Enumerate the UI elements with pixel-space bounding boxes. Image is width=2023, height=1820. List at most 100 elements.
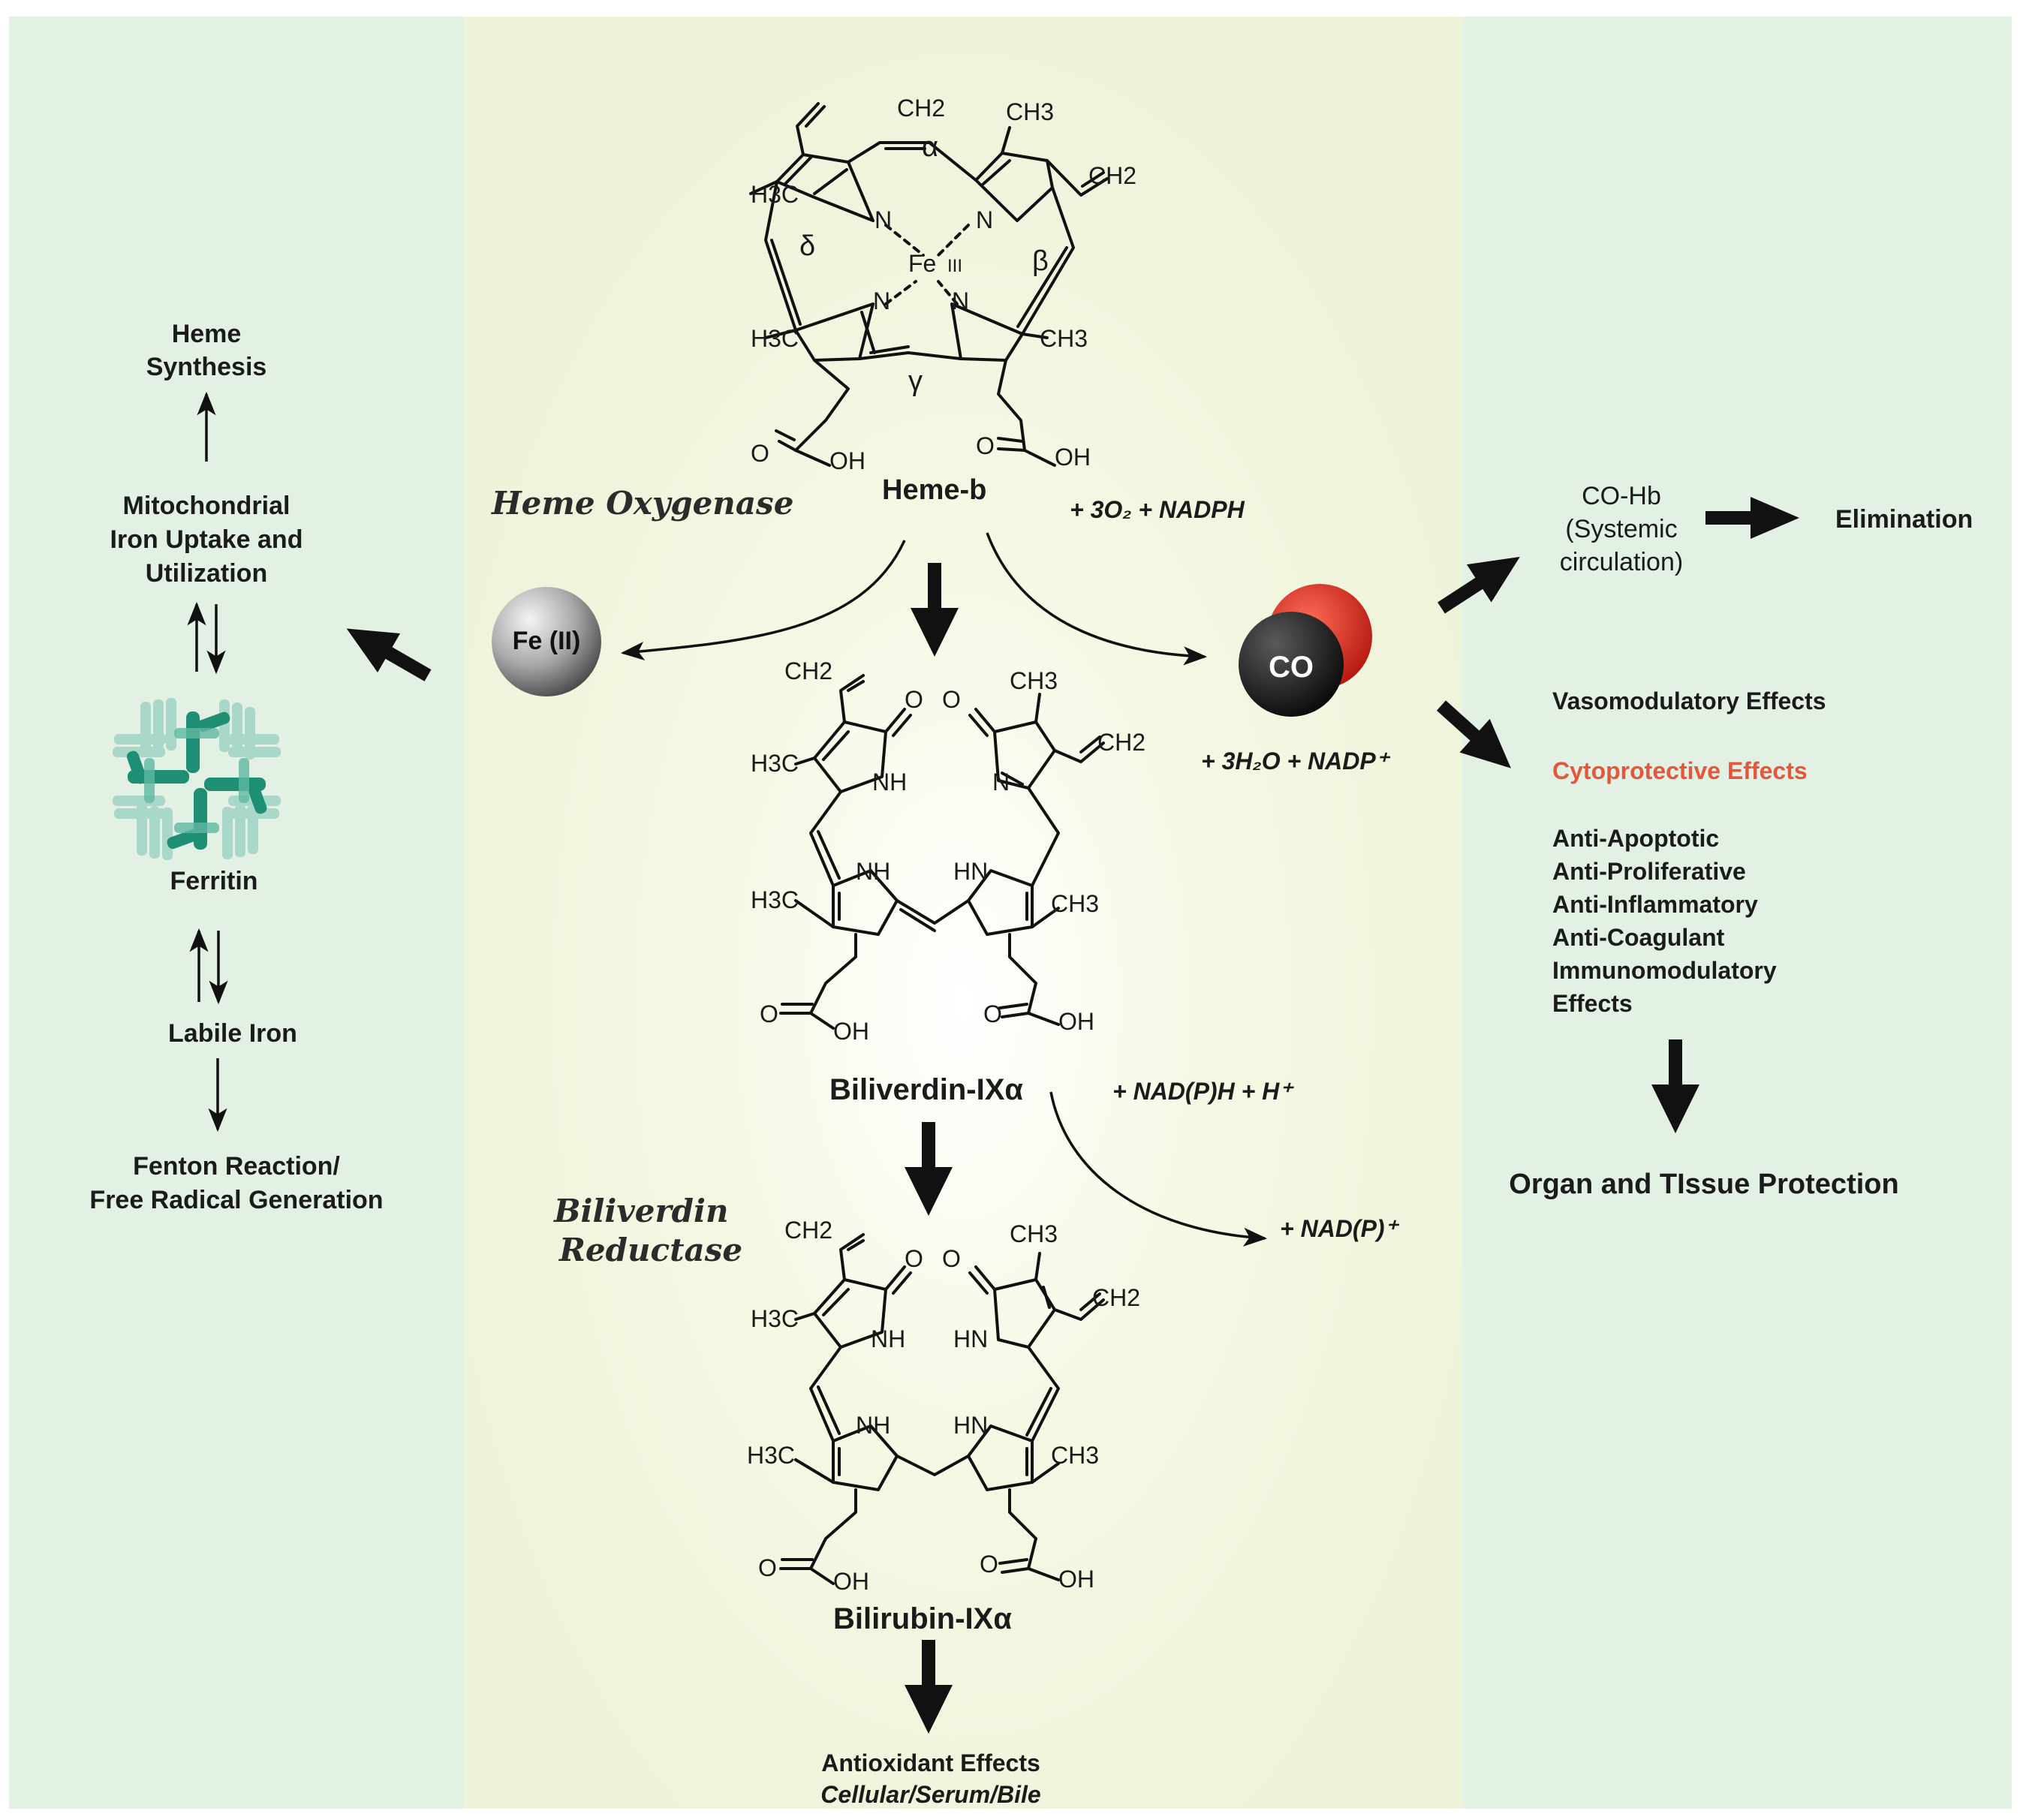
heme-oh-left: OH — [829, 447, 865, 474]
br-ch3-bot: CH3 — [1051, 1442, 1099, 1469]
bilirubin-label: Bilirubin-IXα — [833, 1602, 1012, 1635]
br-nh-top: NH — [871, 1325, 905, 1352]
bv-nh-top: NH — [872, 769, 907, 796]
fe-ii-label: Fe (II) — [513, 627, 581, 655]
biliverdin-label: Biliverdin-IXα — [829, 1073, 1023, 1106]
heme-synthesis-label: Heme — [172, 320, 242, 348]
heme-fe-ox: III — [947, 256, 962, 276]
products-co: + 3H₂O + NADP⁺ — [1201, 748, 1391, 775]
br-oh-left: OH — [833, 1568, 869, 1595]
arrow-to-nadp — [1049, 1091, 1268, 1247]
bv-o-acid-left: O — [760, 1000, 778, 1027]
heme-ch3-top: CH3 — [1006, 98, 1054, 125]
br-hn-bot: HN — [953, 1412, 988, 1439]
elimination-label: Elimination — [1835, 505, 1973, 534]
products-mid: + NAD(P)⁺ — [1280, 1215, 1400, 1242]
br-o-left: O — [905, 1245, 923, 1272]
reagents-mid: + NAD(P)H + H⁺ — [1112, 1078, 1294, 1105]
effect-anti-inflammatory: Anti-Inflammatory — [1552, 891, 1758, 918]
bv-o-acid-right: O — [983, 1000, 1002, 1027]
heme-b-structure: CH2 CH3 CH2 H3C H3C CH3 N N N N Fe III O… — [749, 95, 1136, 474]
bv-o-right: O — [942, 686, 961, 713]
biliverdin-structure: CH2 CH3 CH2 H3C O O NH N NH HN H3C CH3 O… — [751, 657, 1145, 1045]
heme-gamma: γ — [908, 366, 923, 397]
effect-immunomodulatory: Immunomodulatory — [1552, 957, 1777, 984]
heme-fe: Fe — [908, 250, 936, 277]
br-nh-bot: NH — [856, 1412, 890, 1439]
bilirubin-structure: CH2 CH3 CH2 H3C O O NH HN NH HN H3C CH3 … — [747, 1217, 1140, 1595]
br-hn-top: HN — [953, 1325, 988, 1352]
fe-ii-sphere: Fe (II) — [492, 587, 601, 696]
left-panel — [9, 17, 464, 1809]
bv-hn-bot: HN — [953, 858, 988, 885]
biliverdin-reductase-label-2: Reductase — [558, 1232, 742, 1268]
ferritin-label: Ferritin — [170, 867, 257, 895]
heme-synthesis-label-2: Synthesis — [146, 353, 267, 381]
heme-h3c-left-top: H3C — [751, 181, 799, 208]
br-h3c-top: H3C — [751, 1305, 799, 1332]
br-o-acid-left: O — [758, 1554, 777, 1581]
br-oh-right: OH — [1058, 1566, 1094, 1593]
heme-oh-right: OH — [1055, 444, 1091, 471]
heme-ch2-top: CH2 — [897, 95, 945, 122]
heme-delta: δ — [799, 230, 815, 262]
bv-ch2: CH2 — [784, 657, 832, 684]
heme-b-label: Heme-b — [882, 474, 986, 506]
br-o-right: O — [942, 1245, 961, 1272]
bv-h3c-bot: H3C — [751, 886, 799, 913]
effect-anti-apoptotic: Anti-Apoptotic — [1552, 825, 1719, 852]
arrow-heme-to-fe — [620, 540, 906, 661]
heme-o-right: O — [976, 432, 995, 459]
bv-nh-bot: NH — [856, 858, 890, 885]
effect-effects: Effects — [1552, 990, 1633, 1017]
br-ch3: CH3 — [1010, 1220, 1058, 1247]
arrow-heme-to-co — [986, 532, 1208, 666]
cohb-label-3: circulation) — [1560, 548, 1683, 576]
co-label: CO — [1269, 651, 1314, 684]
left-column: Heme Synthesis Mitochondrial Iron Uptake… — [89, 320, 383, 1214]
bv-n-top: N — [992, 769, 1010, 796]
bv-h3c-top: H3C — [751, 750, 799, 777]
br-ch2: CH2 — [784, 1217, 832, 1244]
heme-beta: β — [1032, 245, 1049, 277]
antioxidant-label: Antioxidant Effects — [821, 1749, 1040, 1776]
mito-label-2: Iron Uptake and — [110, 525, 303, 554]
fenton-label-1: Fenton Reaction/ — [133, 1152, 340, 1181]
right-panel — [1462, 17, 2012, 1809]
arrow-co-to-cohb — [1437, 556, 1520, 614]
antioxidant-sub-label: Cellular/Serum/Bile — [820, 1781, 1040, 1808]
effect-anti-proliferative: Anti-Proliferative — [1552, 858, 1746, 885]
heme-alpha: α — [922, 131, 938, 163]
fenton-label-2: Free Radical Generation — [89, 1186, 383, 1214]
heme-n-1: N — [875, 206, 892, 233]
biliverdin-reductase-label-1: Biliverdin — [553, 1193, 728, 1229]
arrow-co-to-effects — [1436, 700, 1511, 769]
heme-ch3-right-bot: CH3 — [1040, 325, 1088, 352]
co-molecule: CO — [1239, 584, 1372, 717]
heme-h3c-left-bot: H3C — [751, 325, 799, 352]
reagents-top: + 3O₂ + NADPH — [1070, 496, 1245, 523]
heme-n-4: N — [952, 287, 969, 314]
mito-label-3: Utilization — [146, 559, 267, 588]
vasomodulatory-label: Vasomodulatory Effects — [1552, 687, 1826, 714]
heme-n-2: N — [976, 206, 993, 233]
arrow-iron-to-ferritin — [346, 628, 432, 681]
labile-iron-label: Labile Iron — [168, 1019, 297, 1048]
bv-ch3-bot: CH3 — [1051, 890, 1099, 917]
br-h3c-bot: H3C — [747, 1442, 795, 1469]
br-ch2-right: CH2 — [1092, 1284, 1140, 1311]
organ-protection-label: Organ and TIssue Protection — [1509, 1169, 1898, 1200]
heme-ch2-right: CH2 — [1088, 162, 1136, 189]
bv-oh-left: OH — [833, 1018, 869, 1045]
center-panel — [464, 17, 1462, 1809]
heme-oxygenase-label: Heme Oxygenase — [491, 485, 793, 522]
cohb-label-1: CO-Hb — [1582, 482, 1661, 510]
right-column: CO-Hb (Systemic circulation) — [1560, 482, 1683, 576]
ferritin-icon — [113, 698, 281, 860]
heme-o-left: O — [751, 440, 769, 467]
mito-label-1: Mitochondrial — [123, 492, 291, 520]
br-o-acid-right: O — [980, 1551, 998, 1578]
cohb-label-2: (Systemic — [1565, 515, 1677, 543]
bv-o-left: O — [905, 686, 923, 713]
